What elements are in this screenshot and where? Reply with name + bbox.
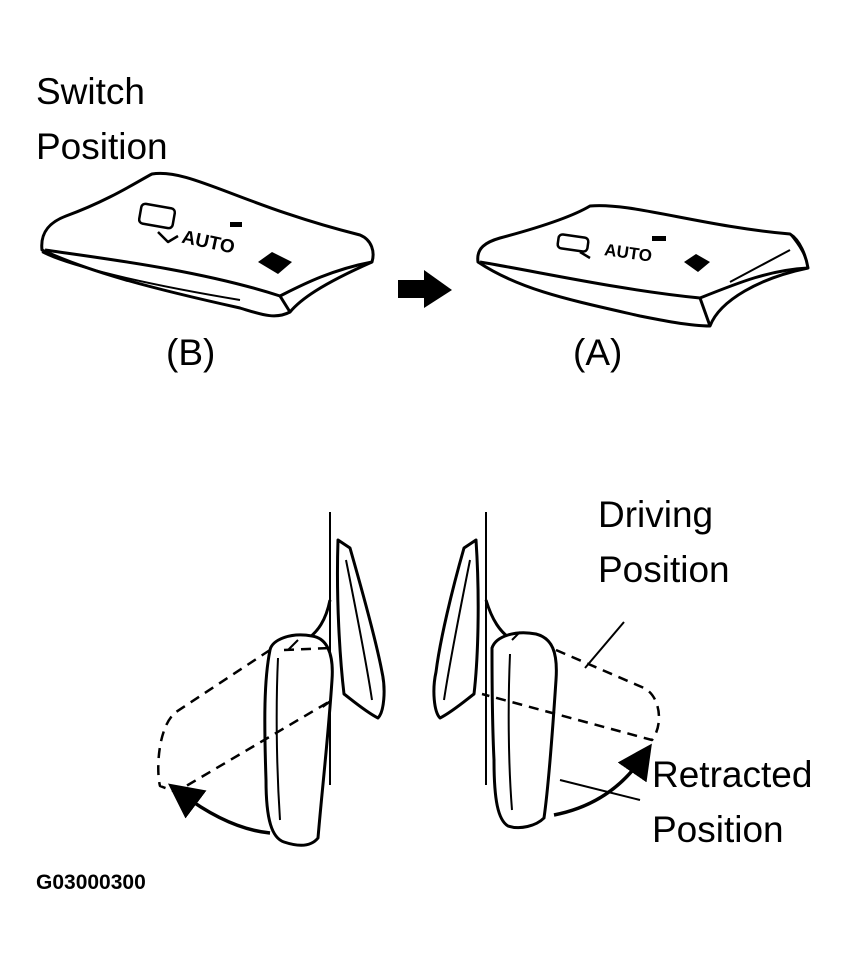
curved-arrow-left-icon [167,783,271,835]
switch-b-illustration: AUTO [40,171,375,318]
state-a-label: (A) [573,332,623,373]
switch-position-label-line2: Position [36,126,168,167]
curved-arrow-right-icon [553,743,652,817]
retracted-position-label-line2: Position [652,809,784,850]
right-mirror-illustration [432,512,661,830]
switch-a-illustration: AUTO [476,204,810,328]
right-arrow-icon [398,270,452,308]
switch-position-label-line1: Switch [36,71,145,112]
driving-position-label-line1: Driving [598,494,714,535]
figure-code: G03000300 [36,871,146,894]
left-mirror-illustration [157,512,386,847]
driving-position-label-line2: Position [598,549,730,590]
state-b-label: (B) [166,332,216,373]
retracted-position-label-line1: Retracted [652,754,813,795]
